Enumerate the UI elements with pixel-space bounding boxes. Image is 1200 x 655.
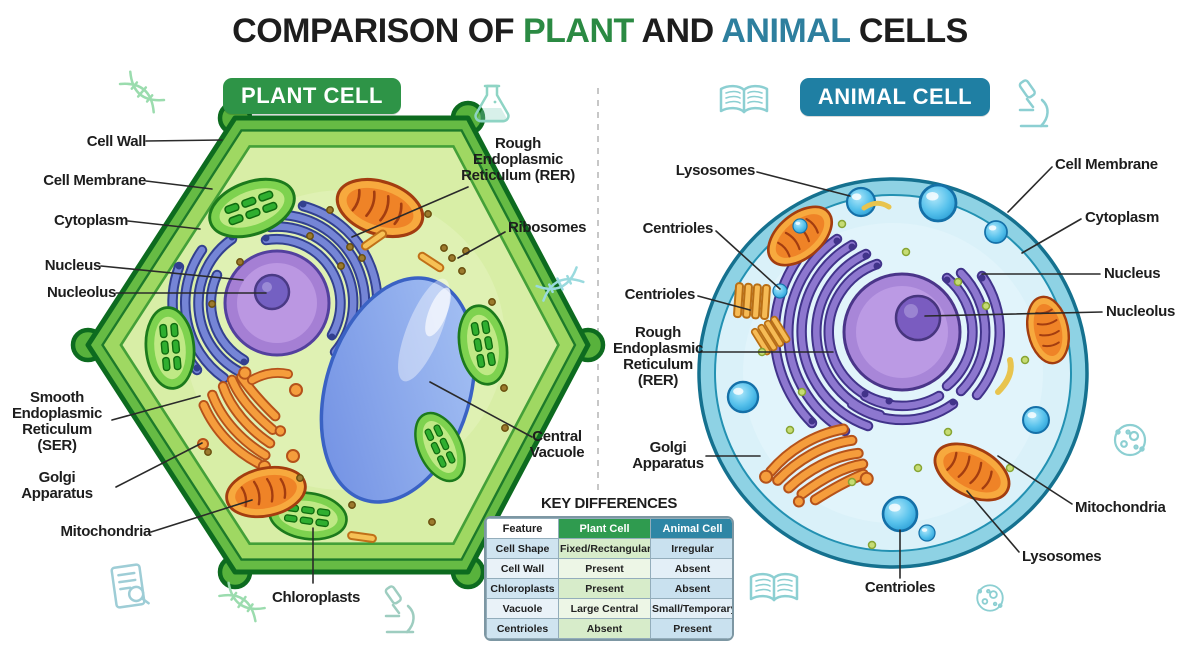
cell-feature: Chloroplasts [486,578,559,599]
cell-feature: Cell Shape [486,538,559,559]
animal-nucleus [842,272,962,392]
table-row: Centrioles Absent Present [486,618,732,639]
microscope-icon [1017,78,1049,128]
cell-feature: Vacuole [486,598,559,619]
cell-animal-value: Absent [650,578,732,599]
label-plant-cell-wall: Cell Wall [86,133,147,150]
table-row: Vacuole Large Central Small/Temporary [486,598,732,619]
plant-nucleolus [253,273,291,311]
table-header-row: Feature Plant Cell Animal Cell [486,518,732,539]
label-animal-nucleolus: Nucleolus [1106,303,1175,320]
plant-golgi-apparatus [198,364,303,477]
cell-plant-value: Large Central [558,598,651,619]
label-animal-nucleus: Nucleus [1104,265,1161,282]
cell-animal-value: Absent [650,558,732,579]
book-icon [719,84,769,114]
cell-feature: Centrioles [486,618,559,639]
label-plant-rer: Rough Endoplasmic Reticulum (RER) [461,135,575,184]
book-icon [749,572,799,602]
label-animal-rer: Rough Endoplasmic Reticulum (RER) [612,324,704,389]
leader-lines [100,139,1103,584]
label-animal-centrioles-bottom: Centrioles [864,579,936,596]
cell-plant-value: Present [558,578,651,599]
microscope-icon [383,584,415,634]
label-animal-lysosomes-top: Lysosomes [675,162,756,179]
label-animal-cytoplasm: Cytoplasm [1085,209,1159,226]
label-animal-mitochondria: Mitochondria [1075,499,1166,516]
plant-cell-illustration [70,100,606,590]
table-row: Cell Wall Present Absent [486,558,732,579]
label-plant-mitochondria: Mitochondria [60,523,151,540]
plant-cell-badge: PLANT CELL [223,78,401,114]
animal-cell-illustration [697,177,1089,569]
cell-plant-value: Absent [558,618,651,639]
cell-animal-value: Irregular [650,538,732,559]
label-plant-ribosomes: Ribosomes [508,219,587,236]
col-header-feature: Feature [486,518,559,539]
col-header-animal-cell: Animal Cell [650,518,732,539]
col-header-plant-cell: Plant Cell [558,518,651,539]
label-animal-centrioles-2: Centrioles [624,286,696,303]
title-plant-word: PLANT [522,12,634,50]
microbe-icon [1113,423,1147,457]
label-plant-cell-membrane: Cell Membrane [43,172,146,189]
document-magnifier-icon [110,562,150,610]
key-differences-table: Feature Plant Cell Animal Cell Cell Shap… [484,516,734,641]
title-suffix: CELLS [858,12,968,50]
key-differences-title: KEY DIFFERENCES [540,495,678,512]
table-row: Chloroplasts Present Absent [486,578,732,599]
dna-icon [118,70,166,114]
label-animal-cell-membrane: Cell Membrane [1055,156,1158,173]
title-animal-word: ANIMAL [721,12,850,50]
cell-plant-value: Fixed/Rectangular [558,538,651,559]
label-plant-golgi: Golgi Apparatus [21,469,93,502]
label-animal-golgi: Golgi Apparatus [632,439,704,472]
title-prefix: COMPARISON OF [232,12,515,50]
label-plant-central-vacuole: Central Vacuole [529,428,585,461]
animal-cell-badge: ANIMAL CELL [800,78,990,116]
plant-nucleus [223,249,331,357]
cell-plant-value: Present [558,558,651,579]
label-plant-cytoplasm: Cytoplasm [54,212,128,229]
label-plant-nucleus: Nucleus [44,257,102,274]
label-plant-chloroplasts: Chloroplasts [271,589,361,606]
microbe-icon [976,584,1004,612]
animal-nucleolus [894,294,942,342]
cell-animal-value: Present [650,618,732,639]
table-row: Cell Shape Fixed/Rectangular Irregular [486,538,732,559]
label-plant-ser: Smooth Endoplasmic Reticulum (SER) [11,389,103,454]
cell-animal-value: Small/Temporary [650,598,732,619]
page-title: COMPARISON OF PLANT AND ANIMAL CELLS [0,12,1200,51]
label-animal-lysosomes-bottom: Lysosomes [1022,548,1102,565]
title-and-word: AND [641,12,714,50]
flask-icon [474,84,510,125]
label-plant-nucleolus: Nucleolus [47,284,116,301]
animal-small-organelles [757,200,1030,550]
label-animal-centrioles-1: Centrioles [642,220,714,237]
key-differences-panel: KEY DIFFERENCES Feature Plant Cell Anima… [484,495,734,641]
cell-feature: Cell Wall [486,558,559,579]
